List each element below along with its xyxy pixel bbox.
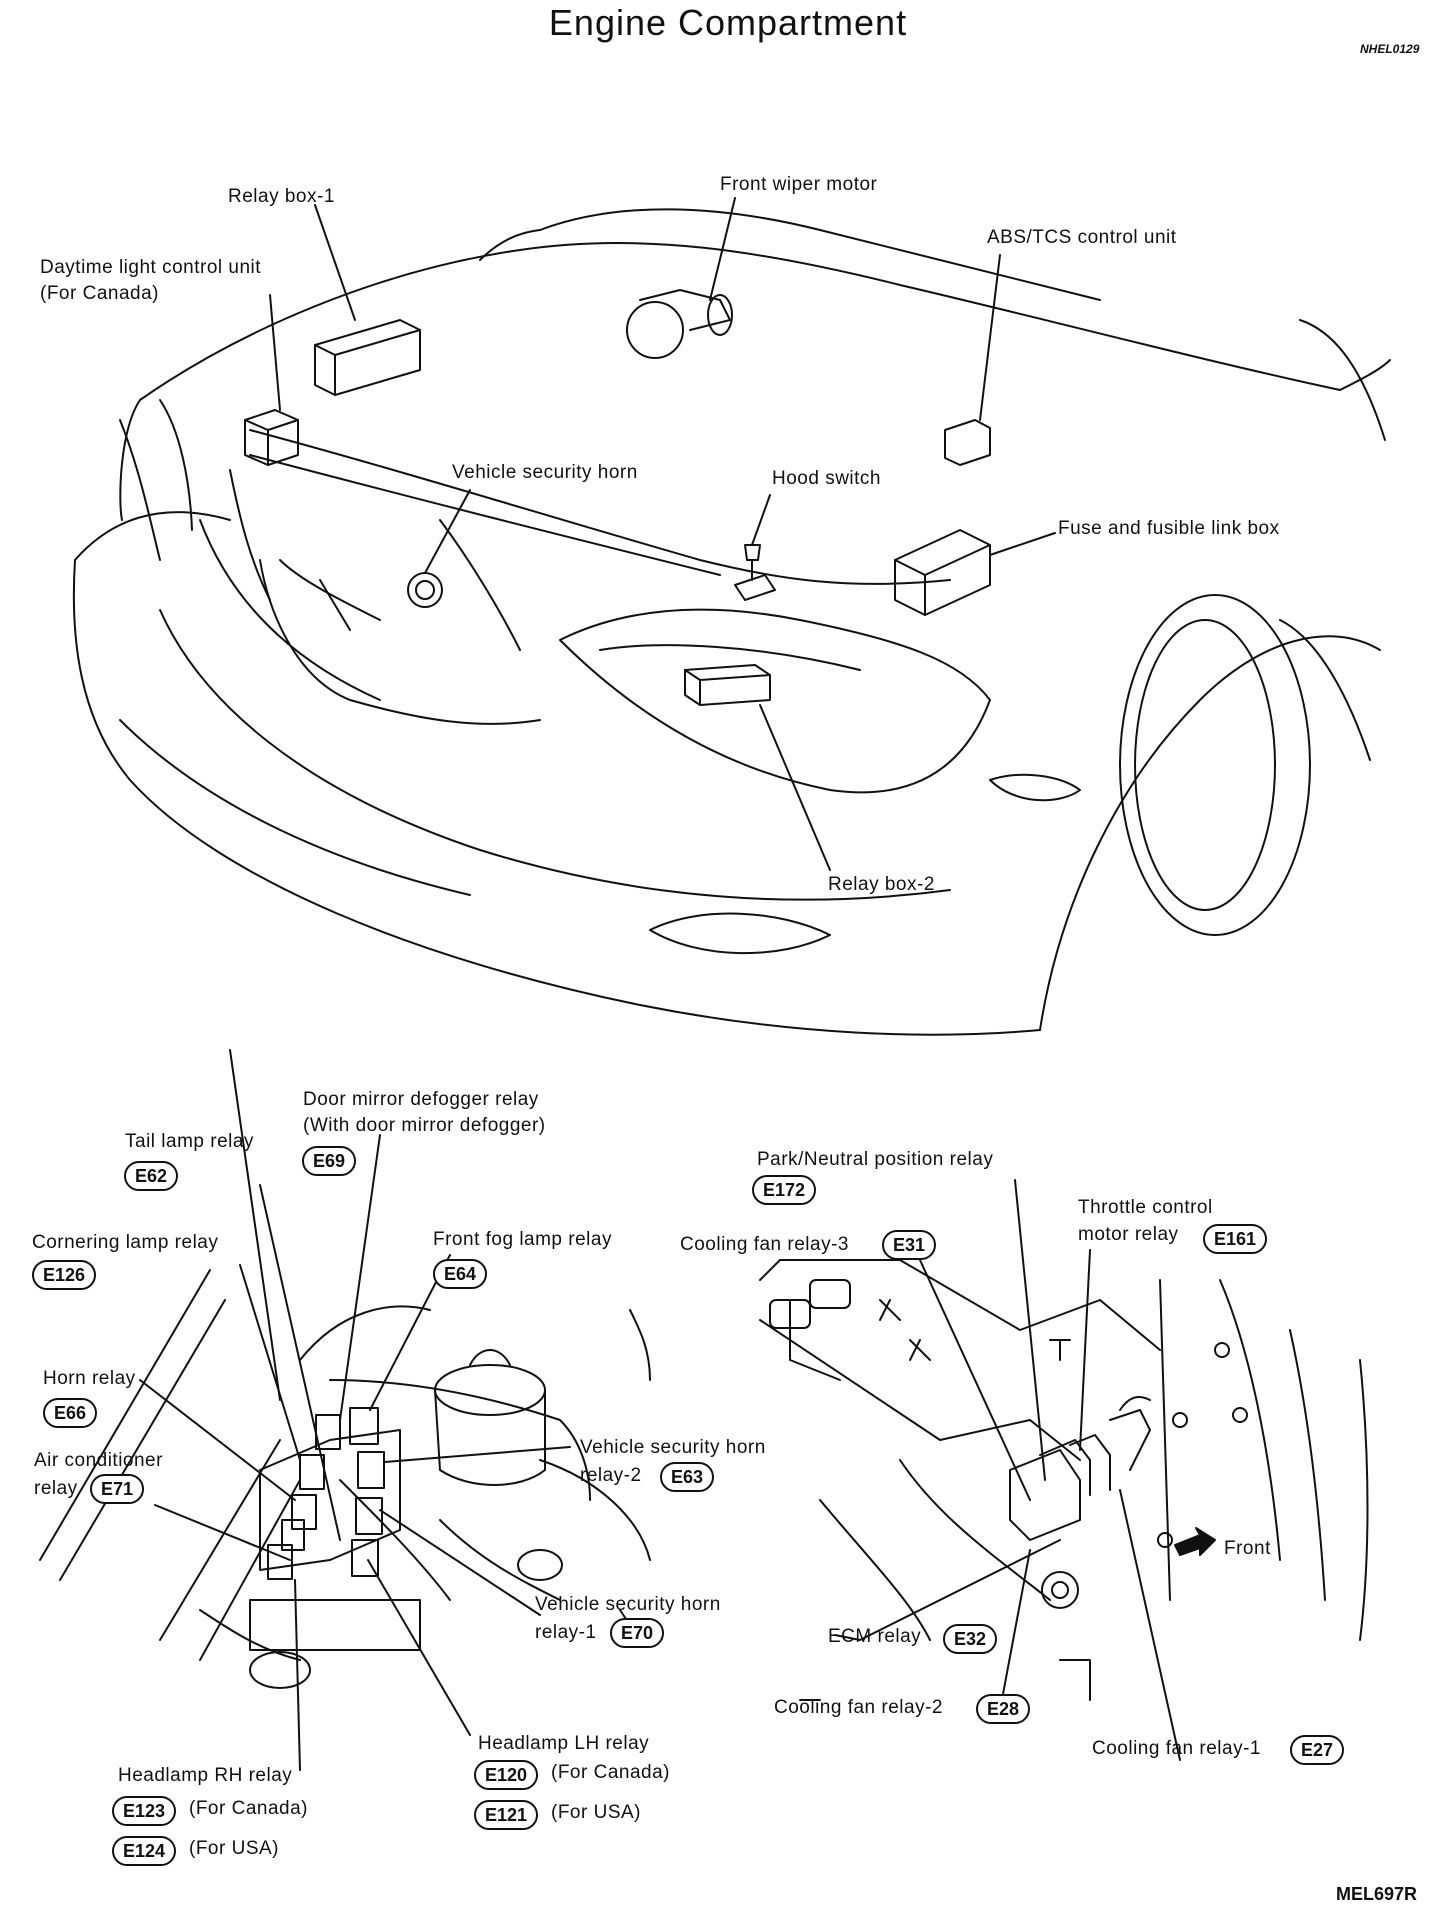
code-e121: E121 (474, 1800, 539, 1830)
code-e69: E69 (302, 1146, 357, 1176)
label-throttle-motor-relay: motor relay (1078, 1224, 1179, 1245)
code-e126: E126 (32, 1260, 97, 1290)
diagram-code-top: NHEL0129 (1360, 42, 1420, 56)
label-front-wiper-motor: Front wiper motor (720, 174, 878, 195)
code-e63: E63 (660, 1462, 715, 1492)
label-daytime-light-control-unit: Daytime light control unit (40, 257, 262, 278)
diagram-code-bottom: MEL697R (1336, 1884, 1418, 1904)
code-e71: E71 (90, 1474, 145, 1504)
label-headlamp-rh-relay: Headlamp RH relay (118, 1765, 293, 1786)
label-headlamp-rh-for-usa: (For USA) (189, 1838, 279, 1859)
label-door-mirror-note: (With door mirror defogger) (303, 1115, 546, 1136)
code-e64: E64 (433, 1259, 488, 1289)
label-front-fog-lamp-relay: Front fog lamp relay (433, 1229, 612, 1250)
label-headlamp-lh-relay: Headlamp LH relay (478, 1733, 650, 1754)
code-e120: E120 (474, 1760, 539, 1790)
label-relay-box-1: Relay box-1 (228, 186, 335, 207)
label-hood-switch: Hood switch (772, 468, 881, 489)
car-front-view (72, 197, 1391, 1036)
label-vsh-relay-1-suffix: relay-1 (535, 1622, 597, 1643)
label-relay-box-2: Relay box-2 (828, 874, 935, 895)
label-ecm-relay: ECM relay (828, 1626, 922, 1647)
code-e27: E27 (1290, 1735, 1345, 1765)
code-e124: E124 (112, 1836, 177, 1866)
page-title: Engine Compartment (548, 2, 908, 43)
label-headlamp-lh-for-canada: (For Canada) (551, 1762, 670, 1783)
code-e70: E70 (610, 1618, 665, 1648)
label-air-conditioner-relay: relay (34, 1478, 78, 1499)
label-cooling-fan-relay-2: Cooling fan relay-2 (774, 1697, 943, 1718)
code-e28: E28 (976, 1694, 1031, 1724)
label-cooling-fan-relay-3: Cooling fan relay-3 (680, 1234, 849, 1255)
label-headlamp-lh-for-usa: (For USA) (551, 1802, 641, 1823)
label-vehicle-security-horn-relay-2: Vehicle security horn (580, 1437, 766, 1458)
label-throttle-control: Throttle control (1078, 1197, 1213, 1218)
code-e123: E123 (112, 1796, 177, 1826)
label-tail-lamp-relay: Tail lamp relay (125, 1131, 254, 1152)
label-vsh-relay-2-suffix: relay-2 (580, 1465, 642, 1486)
label-air-conditioner: Air conditioner (34, 1450, 163, 1471)
label-horn-relay: Horn relay (43, 1368, 136, 1389)
label-vehicle-security-horn: Vehicle security horn (452, 462, 638, 483)
ecm-area-detail (759, 1179, 1369, 1761)
label-fuse-and-fusible-link-box: Fuse and fusible link box (1058, 518, 1280, 539)
code-e62: E62 (124, 1161, 179, 1191)
label-door-mirror-defogger-relay: Door mirror defogger relay (303, 1089, 539, 1110)
code-e66: E66 (43, 1398, 98, 1428)
label-front-direction: Front (1224, 1538, 1271, 1559)
code-e161: E161 (1203, 1224, 1268, 1254)
label-abs-tcs-control-unit: ABS/TCS control unit (987, 227, 1177, 248)
label-daytime-light-note: (For Canada) (40, 283, 159, 304)
label-headlamp-rh-for-canada: (For Canada) (189, 1798, 308, 1819)
label-vehicle-security-horn-relay-1: Vehicle security horn (535, 1594, 721, 1615)
code-e172: E172 (752, 1175, 817, 1205)
label-cooling-fan-relay-1: Cooling fan relay-1 (1092, 1738, 1261, 1759)
label-park-neutral-position-relay: Park/Neutral position relay (757, 1149, 994, 1170)
code-e32: E32 (943, 1624, 998, 1654)
label-cornering-lamp-relay: Cornering lamp relay (32, 1232, 219, 1253)
code-e31: E31 (882, 1230, 937, 1260)
